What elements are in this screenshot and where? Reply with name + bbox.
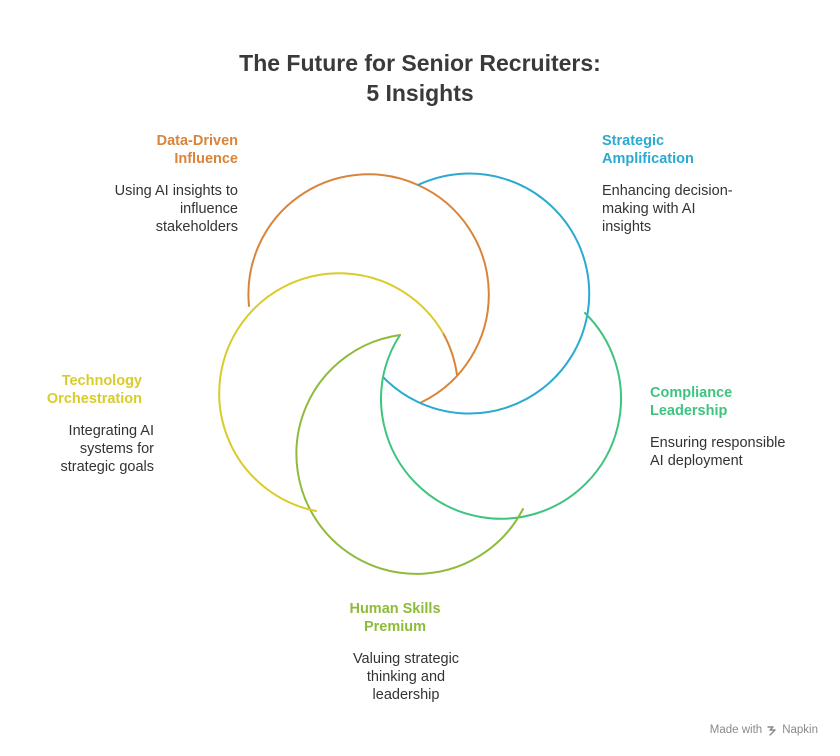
insight-heading: Strategic Amplification (602, 133, 694, 167)
made-with-napkin-footer[interactable]: Made with Napkin (710, 724, 818, 736)
insight-data-driven-influence: Data-Driven Influence Using AI insights … (38, 132, 238, 236)
insight-description: Ensuring responsible AI deployment (650, 435, 786, 469)
insight-heading: Technology Orchestration (46, 373, 142, 407)
napkin-bolt-icon (767, 726, 776, 736)
insight-description: Enhancing decision- making with AI insig… (602, 183, 733, 235)
insight-heading: Data-Driven Influence (156, 133, 238, 167)
title-line-1: The Future for Senior Recruiters: (239, 50, 601, 76)
ring-human-skills-premium (295, 334, 524, 575)
ring-data-driven-influence (247, 173, 490, 404)
title-line-2: 5 Insights (366, 80, 474, 106)
insight-compliance-leadership: Compliance Leadership Ensuring responsib… (650, 384, 830, 470)
napkin-brand-label: Napkin (782, 724, 818, 736)
insight-description: Integrating AI systems for strategic goa… (60, 423, 155, 475)
ring-technology-orchestration (218, 272, 444, 512)
insight-heading: Human Skills Premium (349, 601, 441, 635)
insight-human-skills-premium: Human Skills Premium Valuing strategic t… (300, 600, 490, 704)
insight-strategic-amplification: Strategic Amplification Enhancing decisi… (602, 132, 802, 236)
ring-strategic-amplification (382, 172, 591, 415)
made-with-label: Made with (709, 724, 763, 736)
insight-description: Valuing strategic thinking and leadershi… (352, 651, 460, 703)
insight-description: Using AI insights to influence stakehold… (114, 183, 238, 235)
ring-compliance-leadership (380, 312, 622, 520)
page-title: The Future for Senior Recruiters: 5 Insi… (0, 48, 840, 108)
insight-technology-orchestration: Technology Orchestration Integrating AI … (0, 372, 154, 476)
insight-heading: Compliance Leadership (650, 385, 733, 419)
